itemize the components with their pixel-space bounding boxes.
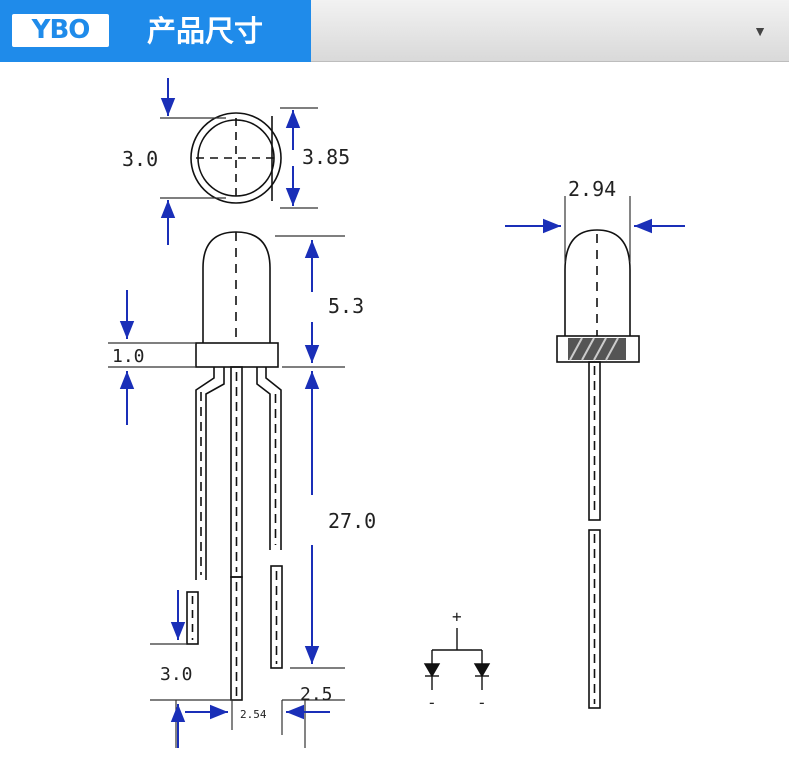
- label-minus-left: -: [427, 693, 437, 712]
- label-pitch: 2.54: [240, 708, 267, 721]
- label-plus: +: [452, 607, 462, 626]
- logo-text: YBO: [31, 15, 91, 45]
- logo: YBO: [12, 14, 109, 47]
- top-view: [190, 112, 282, 204]
- header-bar: YBO 产品尺寸 ▼: [0, 0, 789, 62]
- top-view-dimensions: [160, 78, 318, 245]
- side-view-dimensions: [505, 196, 685, 262]
- page-title: 产品尺寸: [147, 14, 264, 48]
- label-lead-length: 27.0: [328, 509, 376, 533]
- label-lens-height: 5.3: [328, 294, 364, 318]
- label-top-width: 3.0: [122, 147, 158, 171]
- led-dimension-drawing: 3.0 3.85: [108, 78, 685, 748]
- label-side-width: 2.94: [568, 177, 616, 201]
- label-spacing: 2.5: [300, 684, 333, 705]
- front-view-body: [186, 231, 283, 701]
- label-flange: 1.0: [112, 346, 145, 367]
- front-view-dimensions: [108, 235, 345, 748]
- label-top-height: 3.85: [302, 145, 350, 169]
- label-minus-right: -: [477, 693, 487, 712]
- chevron-down-icon[interactable]: ▼: [753, 23, 767, 39]
- header-brand-area: YBO 产品尺寸: [0, 0, 311, 62]
- label-lead-cut: 3.0: [160, 664, 193, 685]
- side-view-body: [556, 229, 640, 709]
- schematic-symbol: [423, 628, 491, 690]
- side-view-hatch: [568, 337, 626, 361]
